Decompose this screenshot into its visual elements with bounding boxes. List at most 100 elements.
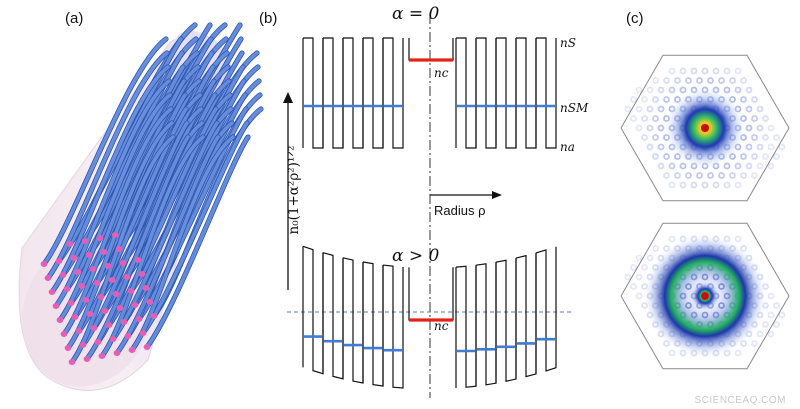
rod-tip (109, 336, 117, 342)
lattice-hole (659, 107, 663, 111)
lattice-hole (653, 97, 658, 102)
lattice-hole (769, 126, 773, 130)
lattice-hole (631, 116, 636, 121)
rod-tip (146, 299, 154, 305)
rod-tip (98, 353, 106, 359)
lattice-hole (653, 246, 658, 251)
rod-tip (63, 286, 71, 292)
rod-highlight (145, 135, 250, 349)
lattice-hole (670, 69, 674, 73)
lattice-hole (769, 313, 773, 317)
rod-tip (40, 261, 48, 267)
profile-segment (535, 246, 557, 372)
profile-segment (536, 37, 557, 149)
lattice-hole (747, 126, 751, 130)
rod-tip (100, 249, 108, 255)
lattice-hole (752, 116, 757, 121)
lattice-hole (653, 154, 658, 159)
lattice-hole (642, 97, 647, 102)
mode-map-bottom (620, 222, 790, 370)
lattice-hole (675, 173, 680, 178)
rod-highlight (70, 135, 175, 364)
rod-highlight (50, 65, 170, 294)
radius-arrow-icon (492, 191, 502, 199)
lattice-hole (774, 135, 779, 140)
lattice-hole (675, 78, 680, 83)
lattice-hole (752, 341, 757, 346)
title-alpha-positive: α > 0 (392, 246, 440, 266)
lattice-hole (670, 183, 674, 187)
rod-tip (75, 328, 83, 334)
lattice-hole (769, 294, 773, 298)
lattice-hole (774, 322, 779, 327)
lattice-hole (681, 164, 685, 168)
lattice-hole (697, 78, 702, 83)
rod-tip (90, 325, 98, 331)
rod-tip (150, 313, 158, 319)
lattice-hole (670, 351, 674, 355)
lattice-hole (752, 135, 757, 140)
rod-highlight (46, 51, 169, 280)
lattice-hole (670, 164, 674, 168)
lattice-hole (692, 69, 696, 73)
rod-tip (68, 359, 76, 365)
rod-tip (86, 311, 94, 317)
rod-tip (108, 277, 116, 283)
lattice-hole (681, 88, 685, 92)
lattice-hole (741, 154, 746, 159)
lattice-hole (725, 164, 729, 168)
rod-tip (127, 288, 135, 294)
lattice-hole (659, 88, 663, 92)
lattice-hole (664, 78, 669, 83)
rod-tip (112, 291, 120, 297)
lattice-hole (670, 88, 674, 92)
rod-tip (138, 271, 146, 277)
lattice-hole (730, 173, 735, 178)
rod-tip (131, 302, 139, 308)
lattice-hole (664, 97, 669, 102)
rod-highlight (57, 37, 183, 263)
rod-tip (67, 300, 75, 306)
level-label-na: na (560, 140, 575, 154)
lattice-hole (631, 97, 636, 102)
rod-tip (82, 297, 90, 303)
rod-tip (134, 257, 142, 263)
rod-tip (71, 314, 79, 320)
lattice-hole (708, 78, 713, 83)
lattice-hole (736, 237, 740, 241)
lattice-hole (642, 265, 647, 270)
lattice-hole (697, 173, 702, 178)
lattice-hole (719, 173, 724, 178)
lattice-hole (719, 78, 724, 83)
rod-tip (120, 319, 128, 325)
lattice-hole (741, 173, 746, 178)
lattice-hole (637, 107, 641, 111)
lattice-hole (736, 69, 740, 73)
panel-a-label: (a) (65, 10, 84, 27)
rod-tip (115, 246, 123, 252)
lattice-hole (774, 154, 779, 159)
y-axis-arrow-icon (283, 92, 293, 103)
watermark: SCIENCEAQ.COM (694, 395, 786, 406)
rod-tip (70, 255, 78, 261)
rod-tip (83, 356, 91, 362)
lattice-hole (692, 183, 696, 187)
lattice-hole (681, 183, 685, 187)
rod-tip (119, 260, 127, 266)
lattice-hole (736, 351, 740, 355)
lattice-hole (648, 88, 652, 92)
title-alpha-zero: α = 0 (392, 4, 440, 24)
lattice-hole (637, 88, 641, 92)
lattice-hole (725, 183, 729, 187)
lattice-hole (670, 237, 674, 241)
lattice-hole (758, 126, 762, 130)
rod-tip (113, 350, 121, 356)
rod-tip (105, 322, 113, 328)
lattice-hole (626, 107, 630, 111)
mode-map-top (620, 54, 790, 202)
lattice-hole (747, 164, 751, 168)
rod-tip (96, 235, 104, 241)
mode-peak (701, 124, 709, 132)
